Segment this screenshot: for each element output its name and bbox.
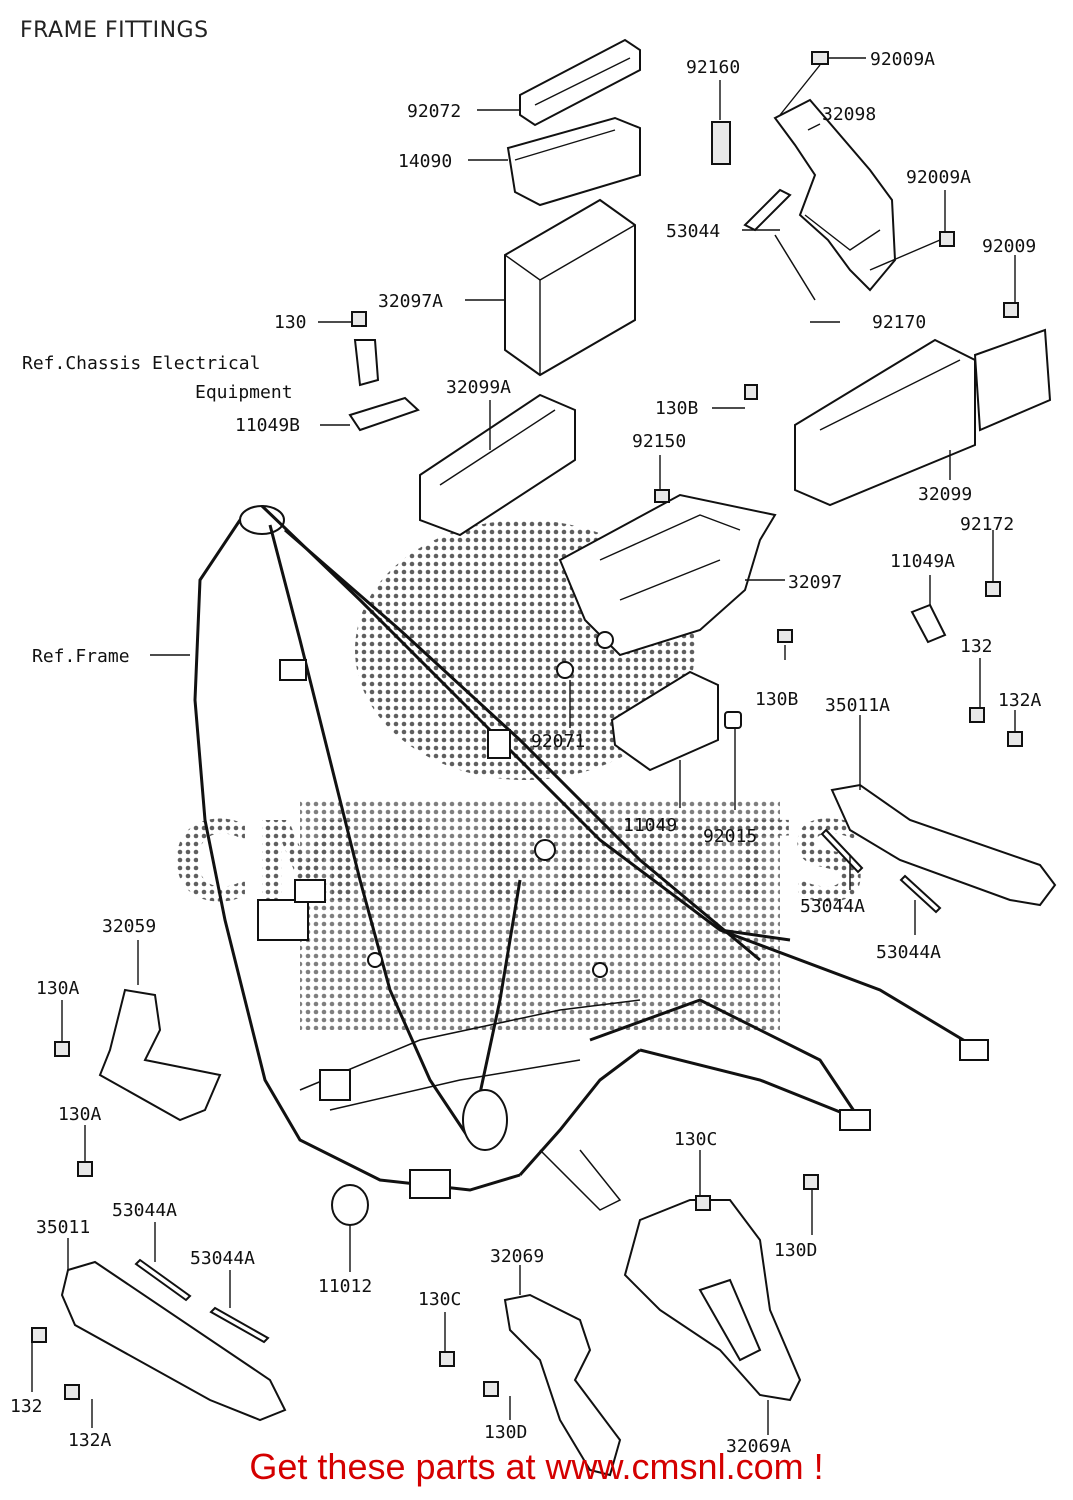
label-92160: 92160 <box>686 57 740 78</box>
part-32097A-battery-case <box>504 198 636 377</box>
part-11049B-bracket <box>348 339 420 432</box>
label-132A-left: 132A <box>68 1430 112 1451</box>
label-130A-bot: 130A <box>58 1104 102 1125</box>
part-92072-strap <box>519 38 641 127</box>
part-14090-cover <box>506 116 641 207</box>
label-35011: 35011 <box>36 1217 90 1238</box>
label-92015: 92015 <box>703 826 757 847</box>
label-132-right: 132 <box>960 636 993 657</box>
label-32069A: 32069A <box>726 1436 791 1457</box>
label-14090: 14090 <box>398 151 452 172</box>
label-92009: 92009 <box>982 236 1036 257</box>
label-92150: 92150 <box>632 431 686 452</box>
part-32098-bracket <box>773 98 897 292</box>
label-53044A-l1: 53044A <box>112 1200 177 1221</box>
part-32069-bracket <box>439 1293 622 1477</box>
label-ref-chassis-1: Ref.Chassis Electrical <box>22 353 260 374</box>
part-53044-rod <box>743 188 816 301</box>
part-92015-collar <box>724 711 742 729</box>
label-32097: 32097 <box>788 572 842 593</box>
part-32059-guard <box>54 988 222 1177</box>
label-32098: 32098 <box>822 104 876 125</box>
part-35011-cover <box>31 1258 287 1422</box>
label-130B-top: 130B <box>655 398 698 419</box>
watermark-logo: CMS PARTS <box>171 520 869 1030</box>
diagram-title: FRAME FITTINGS <box>20 18 209 43</box>
part-32099A-tray <box>419 393 576 537</box>
label-11049B: 11049B <box>235 415 300 436</box>
label-53044A-l2: 53044A <box>190 1248 255 1269</box>
label-92072: 92072 <box>407 101 461 122</box>
part-32099-tool-box <box>794 328 1052 507</box>
label-32099A: 32099A <box>446 377 511 398</box>
label-130A-top: 130A <box>36 978 80 999</box>
label-132-left: 132 <box>10 1396 43 1417</box>
part-11012-cap <box>331 1184 369 1226</box>
label-92009A-top: 92009A <box>870 49 935 70</box>
label-130: 130 <box>274 312 307 333</box>
label-130C-left: 130C <box>418 1289 461 1310</box>
label-32069: 32069 <box>490 1246 544 1267</box>
label-ref-frame: Ref.Frame <box>32 646 130 667</box>
label-53044A-r1: 53044A <box>800 896 865 917</box>
footer-cta-link[interactable]: Get these parts at www.cmsnl.com ! <box>249 1446 824 1487</box>
label-92071: 92071 <box>531 731 585 752</box>
part-labels: 92072 14090 92160 92009A 32098 92009A 53… <box>10 49 1042 1457</box>
part-92071-grommet <box>556 661 574 679</box>
label-130C-right: 130C <box>674 1129 717 1150</box>
label-32059: 32059 <box>102 916 156 937</box>
part-32069A-bracket <box>623 1174 819 1402</box>
label-35011A: 35011A <box>825 695 890 716</box>
part-32097-battery-holder <box>558 493 777 657</box>
label-130D-left: 130D <box>484 1422 527 1443</box>
part-92160-pad <box>711 121 731 165</box>
label-92172: 92172 <box>960 514 1014 535</box>
label-130D-right: 130D <box>774 1240 817 1261</box>
leader-lines <box>31 57 1016 1435</box>
motorcycle-frame <box>193 504 989 1211</box>
part-35011A-cover <box>820 783 1057 914</box>
label-11049: 11049 <box>623 815 677 836</box>
label-92009A-mid: 92009A <box>906 167 971 188</box>
label-32099: 32099 <box>918 484 972 505</box>
label-130B-mid: 130B <box>755 689 798 710</box>
label-92170: 92170 <box>872 312 926 333</box>
label-32097A: 32097A <box>378 291 443 312</box>
label-132A-right: 132A <box>998 690 1042 711</box>
label-53044: 53044 <box>666 221 720 242</box>
label-11049A: 11049A <box>890 551 955 572</box>
label-11012: 11012 <box>318 1276 372 1297</box>
part-11049-plate <box>610 670 719 772</box>
label-ref-chassis-2: Equipment <box>195 382 293 403</box>
part-11049A-clip <box>910 603 947 644</box>
label-53044A-r2: 53044A <box>876 942 941 963</box>
